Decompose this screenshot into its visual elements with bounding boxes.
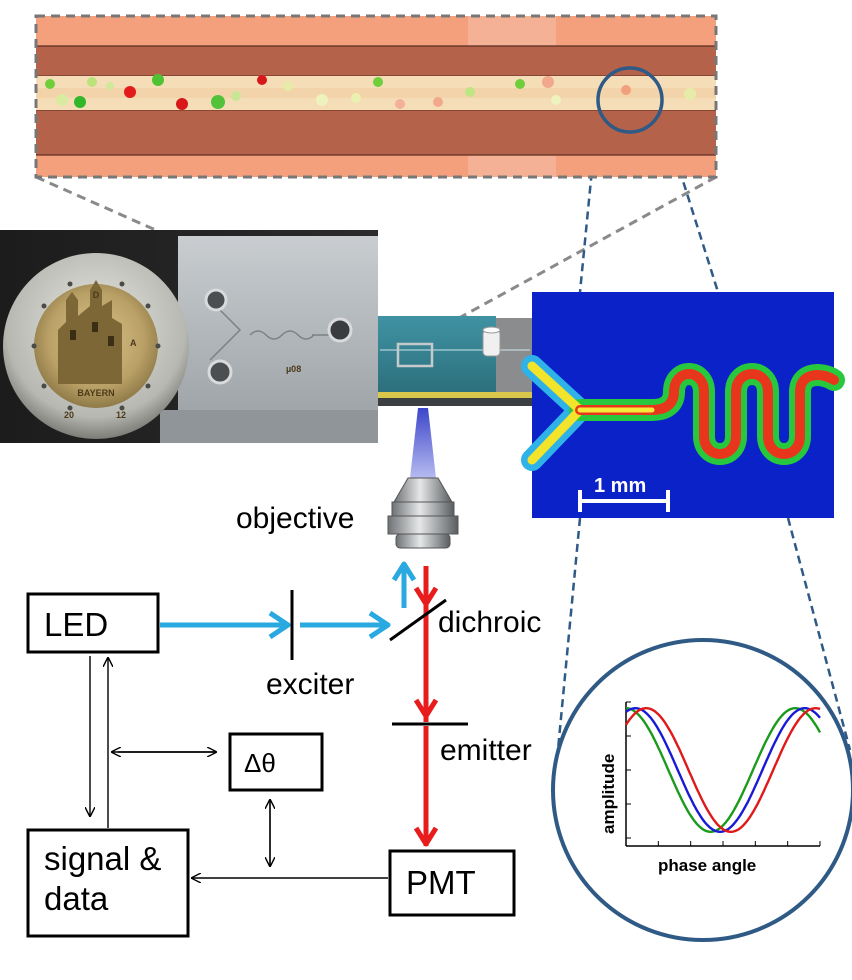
led-label: LED bbox=[44, 606, 108, 643]
plot-ylabel: amplitude bbox=[599, 754, 618, 834]
led-box: LED bbox=[26, 592, 160, 654]
coin-mint: A bbox=[130, 338, 137, 348]
phase-box: Δθ bbox=[228, 732, 324, 792]
phase-label: Δθ bbox=[244, 748, 276, 778]
emitter-label: emitter bbox=[440, 734, 532, 767]
objective-assembly: objective bbox=[236, 408, 459, 549]
dichroic-mirror bbox=[389, 598, 447, 642]
coin-country: D bbox=[93, 290, 100, 300]
cell-particles bbox=[45, 74, 696, 110]
coin-year-right: 12 bbox=[116, 410, 126, 420]
exciter-label: exciter bbox=[266, 668, 354, 701]
coin-state: BAYERN bbox=[77, 388, 114, 398]
plot-series-1 bbox=[625, 707, 821, 833]
pmt-box: PMT bbox=[388, 849, 516, 917]
euro-coin: D A BAYERN 20 12 bbox=[3, 253, 189, 439]
data-label: data bbox=[44, 880, 109, 917]
plot-series-0 bbox=[626, 707, 822, 833]
scale-bar-label: 1 mm bbox=[594, 475, 646, 497]
scale-bar: 1 mm bbox=[578, 475, 670, 512]
dichroic-label: dichroic bbox=[438, 606, 541, 639]
zoom-circle-marker bbox=[596, 66, 664, 134]
plot-xlabel: phase angle bbox=[658, 856, 756, 875]
sample-tube bbox=[482, 329, 501, 357]
coin-year-left: 20 bbox=[64, 410, 74, 420]
objective-label: objective bbox=[236, 502, 354, 535]
channel-zoom-panel bbox=[34, 14, 718, 179]
phase-plot-inset: amplitude phase angle bbox=[551, 638, 852, 942]
microscope-stage bbox=[378, 316, 532, 406]
optical-path: dichroic exciter emitter bbox=[160, 561, 541, 847]
fluorescence-image: 1 mm bbox=[521, 292, 845, 518]
chip-engraving: µ08 bbox=[286, 364, 301, 374]
signal-connections bbox=[90, 656, 388, 878]
phase-plot bbox=[624, 701, 822, 847]
chip-photo: µ08 D A BAYERN 20 12 bbox=[0, 230, 378, 443]
signal-label: signal & bbox=[44, 840, 161, 877]
plot-series-2 bbox=[624, 707, 821, 833]
signal-data-box: signal & data bbox=[26, 828, 190, 938]
pmt-label: PMT bbox=[406, 864, 476, 901]
